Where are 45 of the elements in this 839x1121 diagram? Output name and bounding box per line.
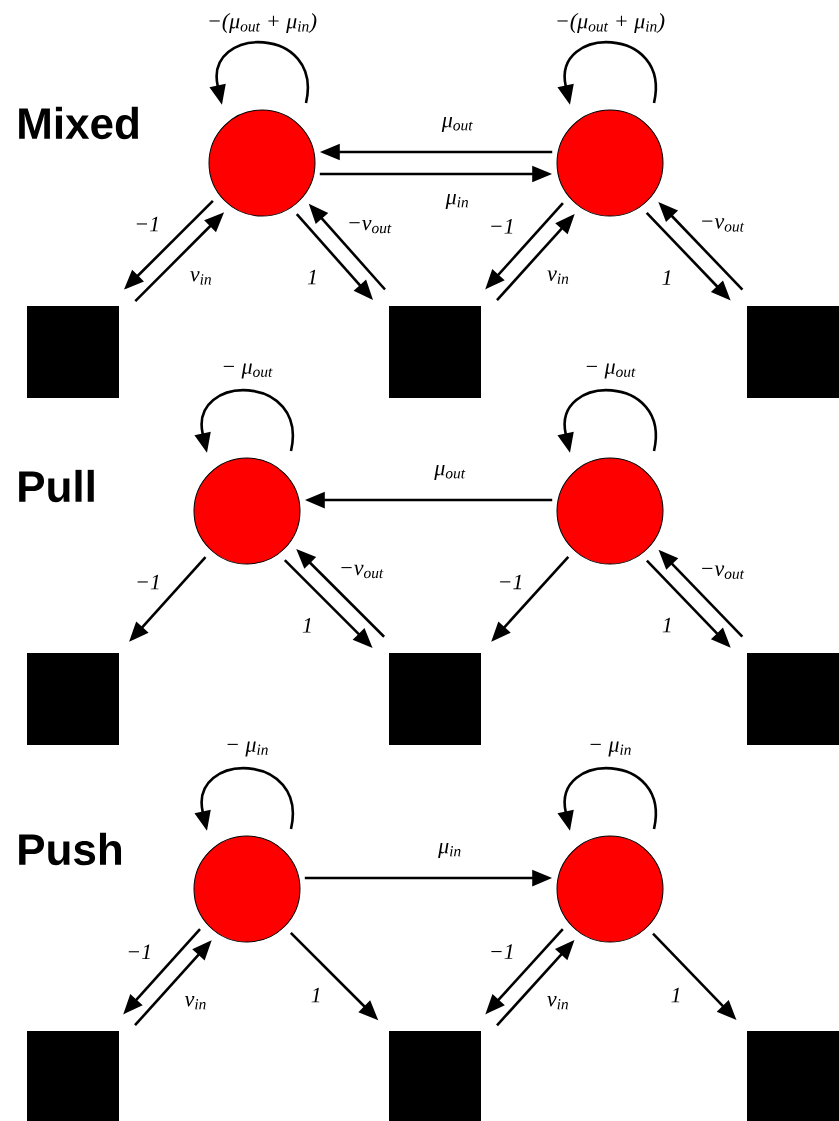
edge-label: −1 [134, 573, 162, 591]
edge-label: −1 [133, 215, 162, 233]
edge-label: v$_{in}$ [546, 269, 571, 285]
edge-label: 1 [301, 617, 314, 634]
edge-label: −v$_{out}$ [345, 218, 393, 235]
edge-label: −(μ$_{out}$ + μ$_{in}$) [205, 12, 319, 34]
circle-node [208, 109, 316, 217]
edge-label: μ$_{in}$ [444, 193, 471, 210]
edge-label: − μ$_{in}$ [587, 740, 633, 758]
edge-label: 1 [669, 986, 683, 1004]
edge-label: −1 [487, 943, 516, 960]
square-node [747, 306, 839, 398]
panel-title: Pull [19, 469, 94, 503]
edge-label: −1 [487, 218, 516, 235]
edge-label: 1 [309, 986, 323, 1004]
panel-title: Push [19, 832, 122, 866]
edge-label: μ$_{in}$ [437, 842, 463, 859]
circle-node [556, 457, 664, 565]
panel-title: Mixed [19, 106, 138, 140]
edge-label: −(μ$_{out}$ + μ$_{in}$) [553, 12, 667, 34]
circle-node [556, 835, 664, 943]
edge-label: v$_{in}$ [188, 270, 214, 286]
edge-label: −1 [496, 573, 525, 591]
edge-label: μ$_{out}$ [440, 116, 474, 133]
edge-label: − μ$_{out}$ [220, 362, 274, 380]
edge-label: v$_{in}$ [545, 995, 571, 1011]
edge-label: 1 [306, 268, 319, 286]
square-node [389, 653, 481, 745]
square-node [389, 306, 481, 398]
square-node [747, 653, 839, 745]
edge-label: −v$_{out}$ [698, 217, 746, 233]
edge-label: − μ$_{in}$ [224, 740, 270, 758]
edge-label: − μ$_{out}$ [583, 362, 637, 380]
circle-node [193, 835, 301, 943]
circle-node [193, 457, 301, 565]
edge-label: 1 [660, 269, 674, 286]
edge-label: −1 [125, 943, 154, 961]
edge-label: μ$_{out}$ [433, 464, 467, 481]
edge-label: −v$_{out}$ [337, 563, 385, 580]
edge-label: v$_{in}$ [183, 995, 208, 1011]
edge-label: 1 [660, 616, 674, 634]
square-node [27, 306, 119, 398]
square-node [27, 653, 119, 745]
edge-label: −v$_{out}$ [698, 564, 746, 580]
circle-node [556, 109, 664, 217]
